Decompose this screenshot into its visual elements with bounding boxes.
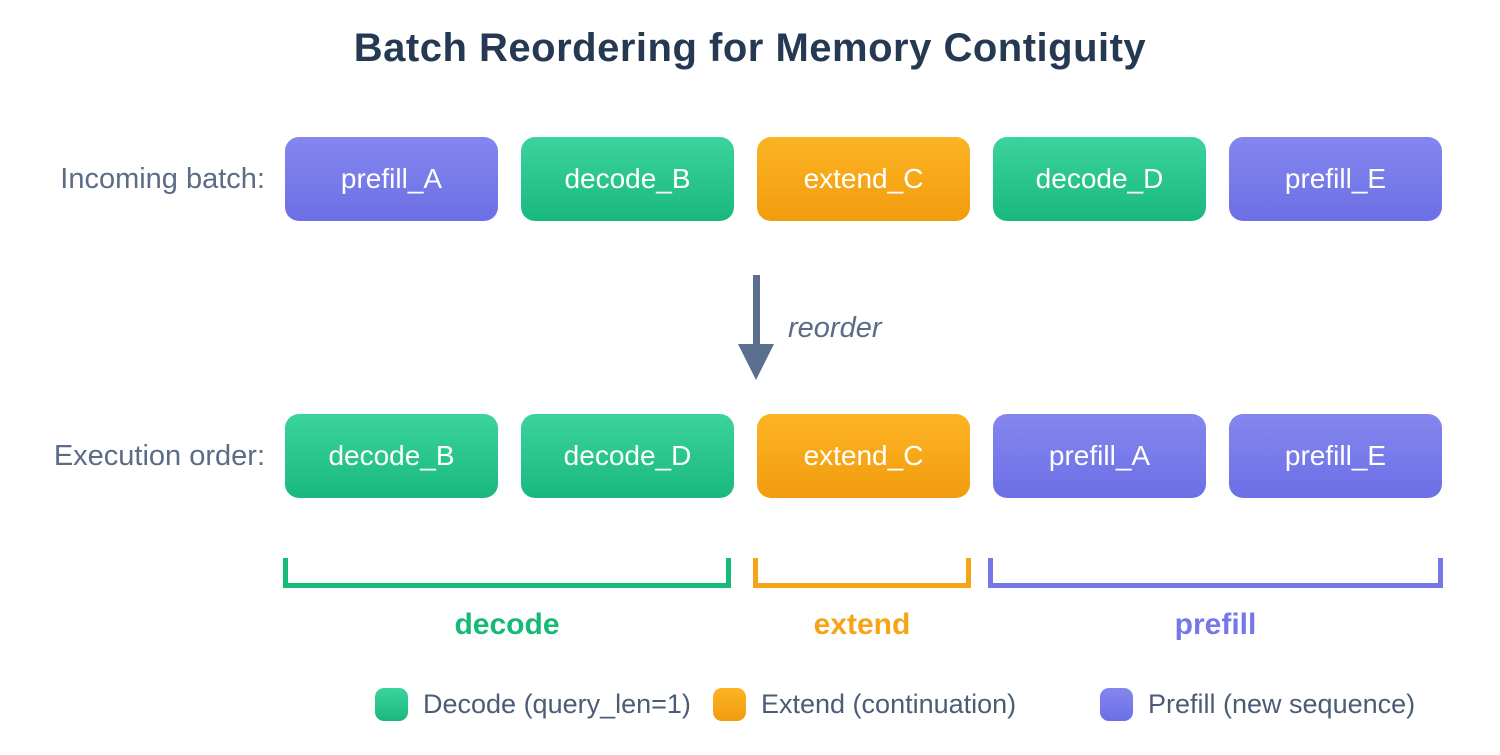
incoming-batch-row: prefill_A decode_B extend_C decode_D pre…: [285, 137, 1442, 221]
extend-swatch-icon: [713, 688, 746, 721]
extend-group-bracket: [753, 558, 971, 588]
prefill-group-bracket: [988, 558, 1443, 588]
execution-box-extend-c: extend_C: [757, 414, 970, 498]
prefill-swatch-icon: [1100, 688, 1133, 721]
incoming-box-extend-c: extend_C: [757, 137, 970, 221]
execution-box-decode-d: decode_D: [521, 414, 734, 498]
decode-group-label: decode: [454, 608, 560, 641]
incoming-box-prefill-a: prefill_A: [285, 137, 498, 221]
execution-order-label: Execution order:: [53, 439, 265, 472]
legend-decode-label: Decode (query_len=1): [423, 689, 691, 719]
reorder-label: reorder: [788, 312, 882, 344]
legend-prefill-label: Prefill (new sequence): [1148, 689, 1416, 719]
legend-item-prefill: Prefill (new sequence): [1100, 688, 1415, 721]
execution-box-prefill-e: prefill_E: [1229, 414, 1442, 498]
incoming-batch-label: Incoming batch:: [60, 162, 265, 195]
execution-box-decode-b: decode_B: [285, 414, 498, 498]
execution-box-prefill-a: prefill_A: [993, 414, 1206, 498]
decode-group-bracket: [283, 558, 731, 588]
legend-item-decode: Decode (query_len=1): [375, 688, 691, 721]
incoming-box-decode-d: decode_D: [993, 137, 1206, 221]
legend-item-extend: Extend (continuation): [713, 688, 1016, 721]
incoming-box-prefill-e: prefill_E: [1229, 137, 1442, 221]
prefill-group-label: prefill: [1174, 608, 1257, 641]
decode-swatch-icon: [375, 688, 408, 721]
reorder-arrow-down-icon: [738, 344, 774, 380]
legend-extend-label: Extend (continuation): [761, 689, 1017, 719]
extend-group-label: extend: [813, 608, 911, 641]
execution-order-row: decode_B decode_D extend_C prefill_A pre…: [285, 414, 1442, 498]
diagram-title: Batch Reordering for Memory Contiguity: [353, 26, 1147, 70]
reorder-arrow-shaft: [753, 275, 760, 345]
incoming-box-decode-b: decode_B: [521, 137, 734, 221]
